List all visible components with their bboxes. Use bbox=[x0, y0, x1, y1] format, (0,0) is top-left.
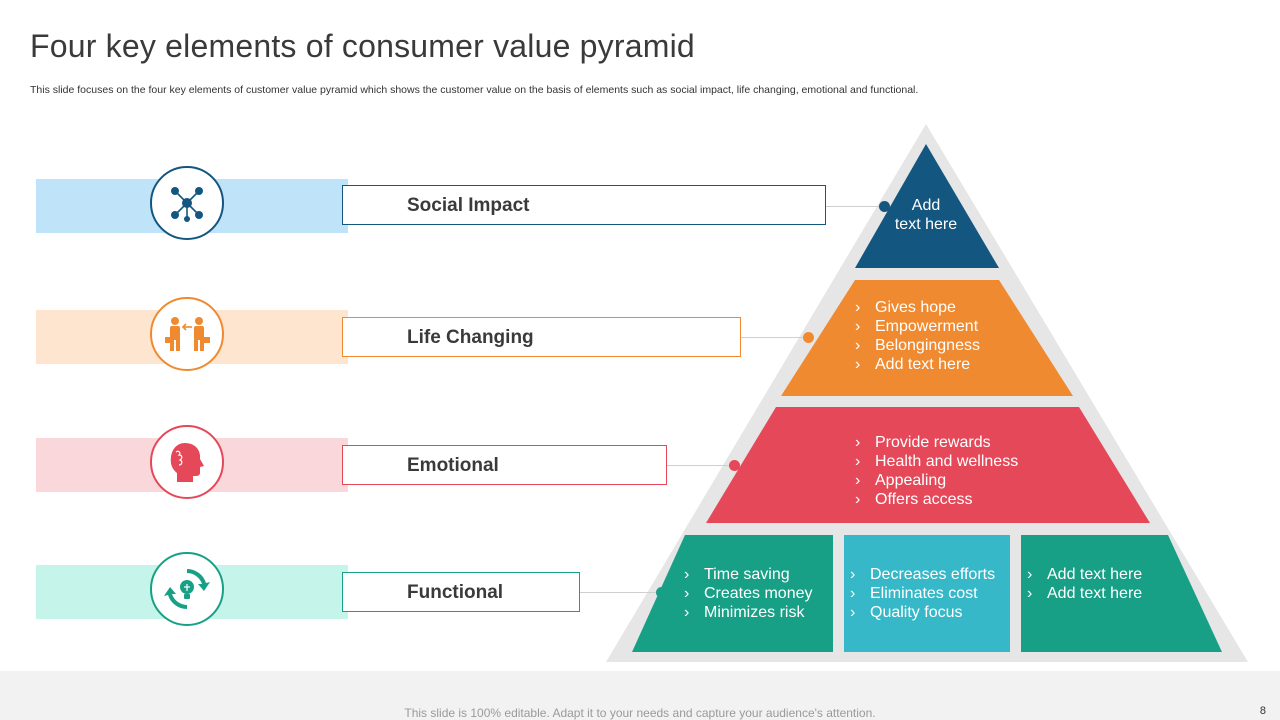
functional-dot bbox=[656, 587, 667, 598]
functional-label: Functional bbox=[407, 582, 504, 603]
emotional-label-box: Emotional bbox=[342, 445, 667, 485]
cycle-bulb-icon bbox=[164, 569, 210, 609]
pyramid-level2-text: Gives hope Empowerment Belongingness Add… bbox=[855, 298, 980, 374]
social-impact-label: Social Impact bbox=[407, 195, 530, 216]
network-icon bbox=[171, 187, 203, 222]
emotional-dot bbox=[729, 460, 740, 471]
pyramid-level2-bullet: Gives hope bbox=[855, 298, 980, 317]
pyramid-base-middle-bullet: Decreases efforts bbox=[850, 565, 995, 584]
pyramid-base-left-bullet: Time saving bbox=[684, 565, 813, 584]
functional-connector bbox=[579, 592, 661, 593]
functional-label-box: Functional bbox=[342, 572, 580, 612]
life-changing-label-box: Life Changing bbox=[342, 317, 741, 357]
pyramid-base-right-bullet: Add text here bbox=[1027, 584, 1142, 603]
footer-note: This slide is 100% editable. Adapt it to… bbox=[404, 706, 876, 720]
pyramid-level2-bullet: Add text here bbox=[855, 355, 980, 374]
pyramid-base-middle-text: Decreases efforts Eliminates cost Qualit… bbox=[850, 565, 995, 622]
pyramid-base-left-bullet: Creates money bbox=[684, 584, 813, 603]
pyramid-level2-bullet: Belongingness bbox=[855, 336, 980, 355]
emotional-connector bbox=[666, 465, 734, 466]
social-impact-icon-circle bbox=[150, 166, 224, 240]
social-impact-label-box: Social Impact bbox=[342, 185, 826, 225]
head-profile-icon bbox=[170, 443, 204, 482]
page-number: 8 bbox=[1259, 705, 1266, 717]
pyramid-level3-bullet: Offers access bbox=[855, 490, 1018, 509]
pyramid-base-right-text: Add text here Add text here bbox=[1027, 565, 1142, 603]
slide-footer: This slide is 100% editable. Adapt it to… bbox=[0, 671, 1280, 720]
emotional-label: Emotional bbox=[407, 455, 499, 476]
pyramid-top-text: Add text here bbox=[876, 196, 976, 234]
functional-icon-circle bbox=[150, 552, 224, 626]
life-changing-connector bbox=[740, 337, 808, 338]
pyramid-base-middle-bullet: Quality focus bbox=[850, 603, 995, 622]
slide-subtitle: This slide focuses on the four key eleme… bbox=[30, 84, 919, 96]
pyramid-base-middle-bullet: Eliminates cost bbox=[850, 584, 995, 603]
pyramid-level3-bullet: Appealing bbox=[855, 471, 1018, 490]
pyramid-top-line-2: text here bbox=[894, 216, 958, 233]
pyramid-level3-text: Provide rewards Health and wellness Appe… bbox=[855, 433, 1018, 509]
pyramid-top-line-1: Add bbox=[911, 197, 941, 214]
social-impact-dot bbox=[879, 201, 890, 212]
pyramid-base-right-bullet: Add text here bbox=[1027, 565, 1142, 584]
people-exchange-icon bbox=[165, 317, 210, 351]
slide-title: Four key elements of consumer value pyra… bbox=[30, 28, 695, 64]
emotional-icon-circle bbox=[150, 425, 224, 499]
pyramid-base-left-text: Time saving Creates money Minimizes risk bbox=[684, 565, 813, 622]
life-changing-icon-circle bbox=[150, 297, 224, 371]
social-impact-connector bbox=[825, 206, 885, 207]
life-changing-label: Life Changing bbox=[407, 327, 534, 348]
pyramid-base-left-bullet: Minimizes risk bbox=[684, 603, 813, 622]
life-changing-dot bbox=[803, 332, 814, 343]
pyramid-level3-bullet: Health and wellness bbox=[855, 452, 1018, 471]
pyramid-level3-bullet: Provide rewards bbox=[855, 433, 1018, 452]
pyramid-level2-bullet: Empowerment bbox=[855, 317, 980, 336]
